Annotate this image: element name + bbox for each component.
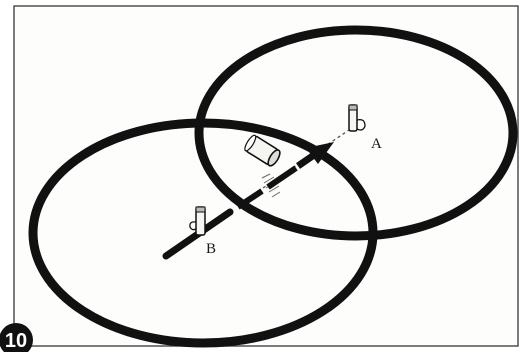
point-a-label: A bbox=[371, 136, 382, 152]
step-number: 10 bbox=[5, 330, 27, 352]
point-b-label: B bbox=[206, 241, 216, 257]
